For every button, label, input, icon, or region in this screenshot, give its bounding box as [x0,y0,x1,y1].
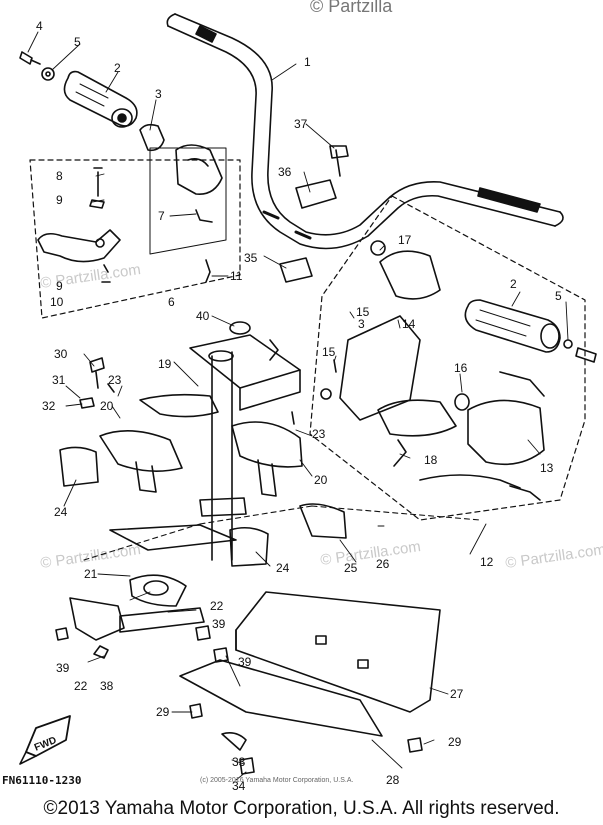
part-label: 9 [56,193,63,207]
part-label: 30 [54,347,68,361]
column-clamps [59,421,347,567]
steering-column [139,334,301,561]
part-label: 38 [100,679,114,693]
part-label: 3 [358,317,365,331]
part-label: 1 [304,55,311,69]
part-label: 12 [480,555,494,569]
part-label: 26 [376,557,390,571]
handlebar-part [166,13,564,250]
part-label: 29 [448,735,462,749]
part-label: 39 [238,655,252,669]
part-label: 8 [56,169,63,183]
part-label: 7 [158,209,165,223]
switch-assembly-box [309,195,586,521]
part-label: 29 [156,705,170,719]
part-label: 40 [196,309,210,323]
part-label: 2 [510,277,517,291]
center-bolts [229,145,349,335]
fwd-arrow-icon [19,715,71,765]
part-label: 23 [108,373,122,387]
part-label: 34 [232,779,246,793]
part-label: 5 [74,35,81,49]
part-label: 23 [312,427,326,441]
part-label: 10 [50,295,64,309]
right-grip-assembly [464,299,597,363]
part-label: 24 [54,505,68,519]
part-label: 20 [100,399,114,413]
part-label: 39 [212,617,226,631]
part-label: 24 [276,561,290,575]
part-label: 14 [402,317,416,331]
part-label: 21 [84,567,98,581]
part-label: 9 [56,279,63,293]
part-label: 36 [278,165,292,179]
part-label: 15 [322,345,336,359]
part-label: 6 [168,295,175,309]
diagram-code: FN61110-1230 [2,774,82,787]
small-copyright: (c) 2005-2016 Yamaha Motor Corporation, … [200,777,354,784]
part-label: 18 [424,453,438,467]
leader-lines [27,31,569,781]
part-label: 32 [42,399,56,413]
throttle-lever-box [29,144,241,319]
part-label: 5 [555,289,562,303]
lower-bracket [69,524,237,659]
part-label: 19 [158,357,172,371]
part-number-labels: 1 2 2 3 3 4 5 5 6 7 8 9 9 10 11 12 13 14… [33,19,562,793]
part-label: 16 [454,361,468,375]
part-label: 22 [210,599,224,613]
footer-copyright: ©2013 Yamaha Motor Corporation, U.S.A. A… [43,798,560,819]
part-label: 17 [398,233,412,247]
part-label: 4 [36,19,43,33]
part-label: 28 [386,773,400,787]
cover-panel [179,591,441,737]
part-label: 2 [114,61,121,75]
part-label: 27 [450,687,464,701]
part-label: 22 [74,679,88,693]
part-label: 37 [294,117,308,131]
part-label: 15 [356,305,370,319]
part-label: 13 [540,461,554,475]
part-label: 3 [155,87,162,101]
part-label: 33 [232,755,246,769]
part-label: 39 [56,661,70,675]
part-label: 31 [52,373,66,387]
part-label: 25 [344,561,358,575]
part-label: 35 [244,251,258,265]
part-label: 20 [314,473,328,487]
part-label: 11 [230,269,243,283]
watermark-top: © Partzilla [310,0,393,16]
left-grip-assembly [19,51,165,152]
